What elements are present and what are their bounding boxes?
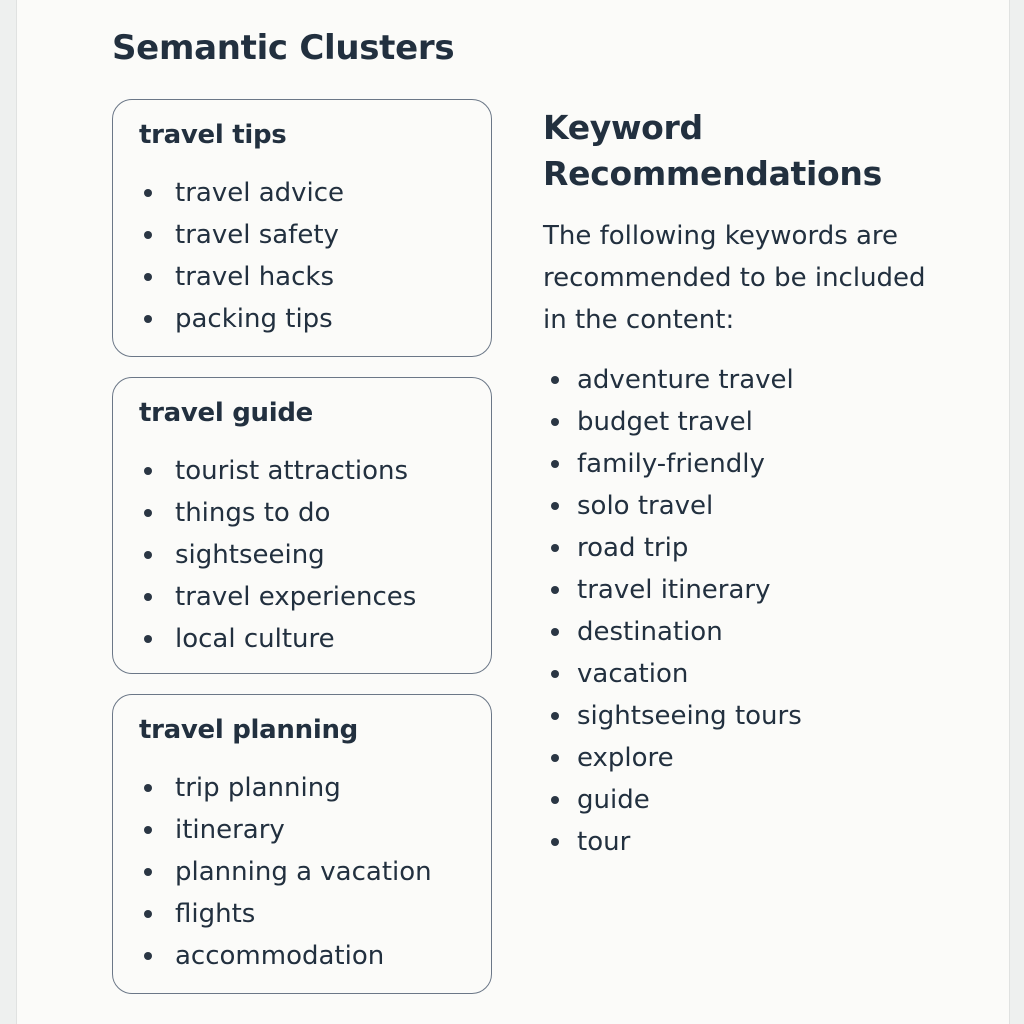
list-item: solo travel	[543, 485, 963, 527]
keyword-text: family-friendly	[577, 449, 765, 479]
list-item: accommodation	[141, 935, 432, 977]
bullet-icon	[144, 593, 152, 601]
keyword-text: planning a vacation	[175, 857, 432, 887]
keyword-text: solo travel	[577, 491, 714, 521]
bullet-icon	[551, 796, 559, 804]
bullet-icon	[551, 754, 559, 762]
bullet-icon	[551, 586, 559, 594]
cluster-title: travel tips	[139, 120, 287, 150]
list-item: travel safety	[141, 214, 344, 256]
document-page: Semantic Clusters travel tips travel adv…	[16, 0, 1010, 1024]
list-item: budget travel	[543, 401, 963, 443]
bullet-icon	[551, 502, 559, 510]
semantic-clusters-heading: Semantic Clusters	[112, 28, 455, 68]
bullet-icon	[144, 509, 152, 517]
bullet-icon	[144, 952, 152, 960]
list-item: flights	[141, 893, 432, 935]
keyword-text: trip planning	[175, 773, 341, 803]
bullet-icon	[551, 838, 559, 846]
list-item: tour	[543, 821, 963, 863]
recommended-keyword-list: adventure travel budget travel family-fr…	[543, 359, 963, 863]
keyword-text: destination	[577, 617, 723, 647]
bullet-icon	[144, 784, 152, 792]
keyword-text: budget travel	[577, 407, 753, 437]
list-item: vacation	[543, 653, 963, 695]
bullet-icon	[144, 868, 152, 876]
bullet-icon	[144, 273, 152, 281]
bullet-icon	[551, 670, 559, 678]
bullet-icon	[551, 376, 559, 384]
cluster-card-travel-tips: travel tips travel advice travel safety …	[112, 99, 492, 357]
bullet-icon	[144, 231, 152, 239]
bullet-icon	[551, 460, 559, 468]
bullet-icon	[144, 315, 152, 323]
cluster-title: travel guide	[139, 398, 314, 428]
keyword-text: sightseeing tours	[577, 701, 802, 731]
keyword-recommendations-heading: Keyword Recommendations	[543, 108, 882, 193]
cluster-card-travel-planning: travel planning trip planning itinerary …	[112, 694, 492, 994]
list-item: planning a vacation	[141, 851, 432, 893]
keyword-text: sightseeing	[175, 540, 325, 570]
list-item: sightseeing tours	[543, 695, 963, 737]
keyword-text: travel advice	[175, 178, 345, 208]
keyword-text: explore	[577, 743, 674, 773]
cluster-card-travel-guide: travel guide tourist attractions things …	[112, 377, 492, 674]
keyword-text: accommodation	[175, 941, 385, 971]
keyword-text: travel experiences	[175, 582, 417, 612]
cluster-title: travel planning	[139, 715, 358, 745]
list-item: packing tips	[141, 298, 344, 340]
list-item: family-friendly	[543, 443, 963, 485]
bullet-icon	[144, 551, 152, 559]
bullet-icon	[551, 418, 559, 426]
keyword-text: flights	[175, 899, 256, 929]
list-item: trip planning	[141, 767, 432, 809]
list-item: explore	[543, 737, 963, 779]
keyword-text: travel safety	[175, 220, 339, 250]
keyword-text: guide	[577, 785, 650, 815]
keyword-text: adventure travel	[577, 365, 794, 395]
list-item: travel itinerary	[543, 569, 963, 611]
bullet-icon	[551, 628, 559, 636]
list-item: destination	[543, 611, 963, 653]
bullet-icon	[551, 712, 559, 720]
keyword-text: local culture	[175, 624, 335, 654]
bullet-icon	[144, 189, 152, 197]
keyword-text: tourist attractions	[175, 456, 409, 486]
list-item: sightseeing	[141, 534, 416, 576]
list-item: things to do	[141, 492, 416, 534]
list-item: travel hacks	[141, 256, 344, 298]
list-item: travel advice	[141, 172, 344, 214]
keyword-text: travel itinerary	[577, 575, 771, 605]
keyword-text: road trip	[577, 533, 689, 563]
list-item: tourist attractions	[141, 450, 416, 492]
bullet-icon	[144, 467, 152, 475]
bullet-icon	[551, 544, 559, 552]
list-item: adventure travel	[543, 359, 963, 401]
cluster-keyword-list: tourist attractions things to do sightse…	[141, 450, 416, 660]
list-item: guide	[543, 779, 963, 821]
keyword-text: vacation	[577, 659, 689, 689]
keyword-text: travel hacks	[175, 262, 334, 292]
keyword-text: packing tips	[175, 304, 333, 334]
keyword-list-container: adventure travel budget travel family-fr…	[543, 359, 963, 863]
keyword-text: itinerary	[175, 815, 285, 845]
cluster-keyword-list: travel advice travel safety travel hacks…	[141, 172, 344, 340]
keyword-recommendations-section: Keyword Recommendations The following ke…	[543, 105, 963, 863]
list-item: local culture	[141, 618, 416, 660]
keyword-text: tour	[577, 827, 631, 857]
list-item: itinerary	[141, 809, 432, 851]
bullet-icon	[144, 635, 152, 643]
cluster-keyword-list: trip planning itinerary planning a vacat…	[141, 767, 432, 977]
keyword-recommendations-description: The following keywords are recommended t…	[543, 221, 926, 335]
bullet-icon	[144, 910, 152, 918]
list-item: travel experiences	[141, 576, 416, 618]
keyword-text: things to do	[175, 498, 331, 528]
list-item: road trip	[543, 527, 963, 569]
bullet-icon	[144, 826, 152, 834]
